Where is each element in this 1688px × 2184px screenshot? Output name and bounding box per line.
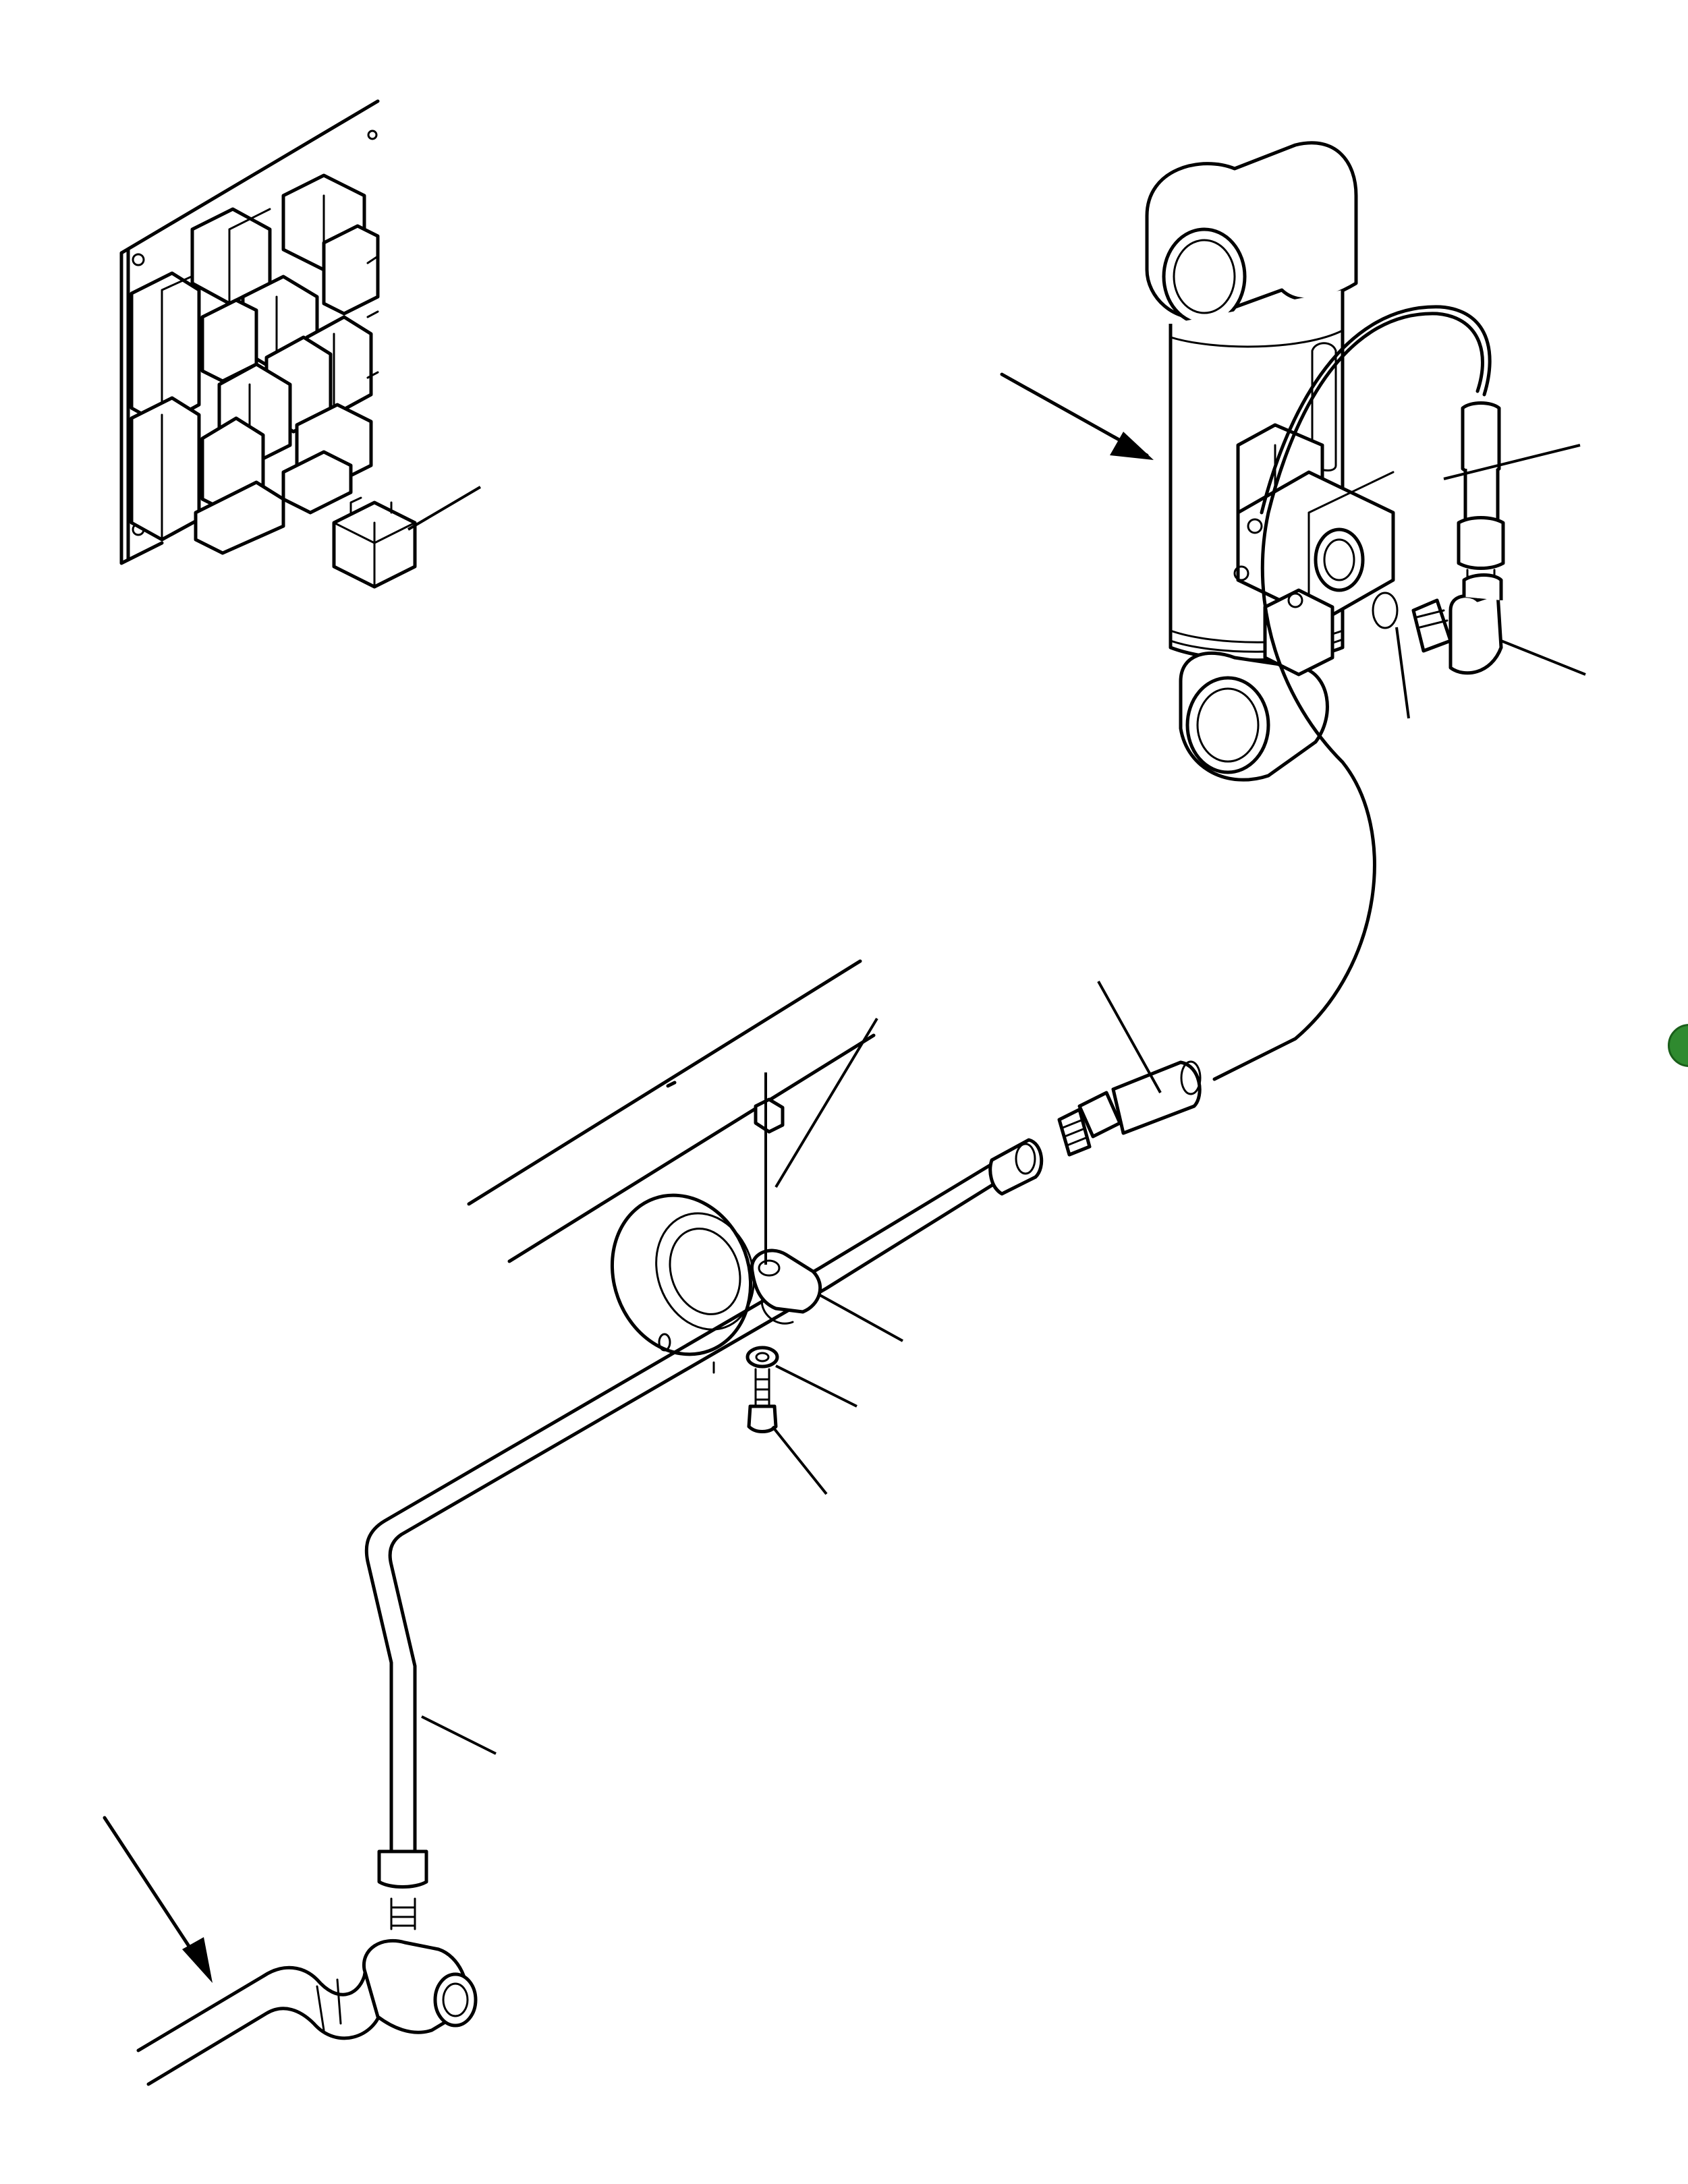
relay [332,486,482,589]
machine-frame [467,959,876,1374]
pipe-clamp [750,1017,903,1342]
valve-block [1233,342,1395,677]
arrow-tee [103,1816,213,1983]
tube-fitting [377,981,1202,1930]
arrow-cylinder [1000,372,1154,460]
washer [745,1346,857,1408]
bolt [747,1368,828,1495]
elbow-fitting [1411,573,1586,676]
sensor [1443,401,1581,595]
o-ring [1372,592,1410,719]
hydraulic-tube [364,1158,1007,1853]
relay-panel [119,99,380,565]
tee-fitting [136,1938,478,2086]
sensor-cable [1212,305,1492,1081]
